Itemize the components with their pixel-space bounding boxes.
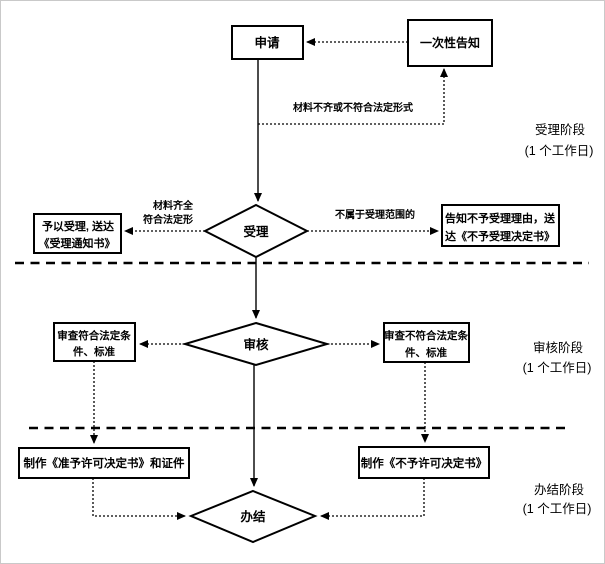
review-fail-line2: 件、标准: [405, 346, 447, 359]
make-permit-box: [18, 447, 190, 479]
reject-result-line2: 达《不予受理决定书》: [445, 229, 555, 243]
make-permit-label: 制作《准予许可决定书》和证件: [24, 456, 185, 470]
stage-accept-name: 受理阶段: [535, 122, 585, 137]
make-denial-label: 制作《不予许可决定书》: [361, 456, 488, 470]
label-materials-complete-line2: 符合法定形: [143, 213, 193, 226]
stage-review-name: 审核阶段: [533, 340, 583, 355]
apply-label: 申请: [254, 35, 280, 50]
accept-result-box: [33, 213, 122, 254]
edge-incomplete-to-notice: [258, 68, 448, 125]
label-materials-incomplete: 材料不齐或不符合法定形式: [293, 101, 413, 114]
accept-diamond: [202, 203, 310, 259]
complete-label: 办结: [240, 509, 266, 524]
accept-result-line1: 予以受理, 送达: [42, 219, 114, 233]
label-materials-complete-line1: 材料齐全: [153, 199, 194, 212]
stage-accept-duration: (1 个工作日): [525, 144, 594, 158]
review-diamond: [181, 321, 331, 367]
review-pass-line2: 件、标准: [73, 345, 115, 358]
review-fail-line1: 审查不符合法定条: [384, 329, 468, 342]
make-denial-box: [358, 446, 490, 479]
label-out-of-scope: 不属于受理范围的: [335, 208, 415, 221]
reject-result-box: [441, 204, 560, 247]
one-time-notice-label: 一次性告知: [420, 35, 480, 50]
one-time-notice-box: [407, 19, 493, 67]
reject-result-line1: 告知不予受理理由，送: [445, 211, 556, 225]
review-pass-box: [53, 322, 136, 362]
stage-review-duration: (1 个工作日): [523, 361, 592, 375]
edge-make-permit-to-complete: [92, 478, 186, 520]
review-label: 审核: [243, 337, 269, 352]
edge-make-denial-to-complete: [320, 478, 425, 520]
stage-complete-duration: (1 个工作日): [523, 502, 592, 516]
apply-box: [231, 25, 304, 60]
review-pass-line1: 审查符合法定条: [57, 329, 131, 342]
stage-complete-name: 办结阶段: [534, 482, 584, 497]
complete-diamond: [188, 489, 318, 544]
review-fail-box: [383, 322, 470, 363]
accept-label: 受理: [243, 224, 269, 239]
accept-result-line2: 《受理通知书》: [39, 236, 116, 250]
